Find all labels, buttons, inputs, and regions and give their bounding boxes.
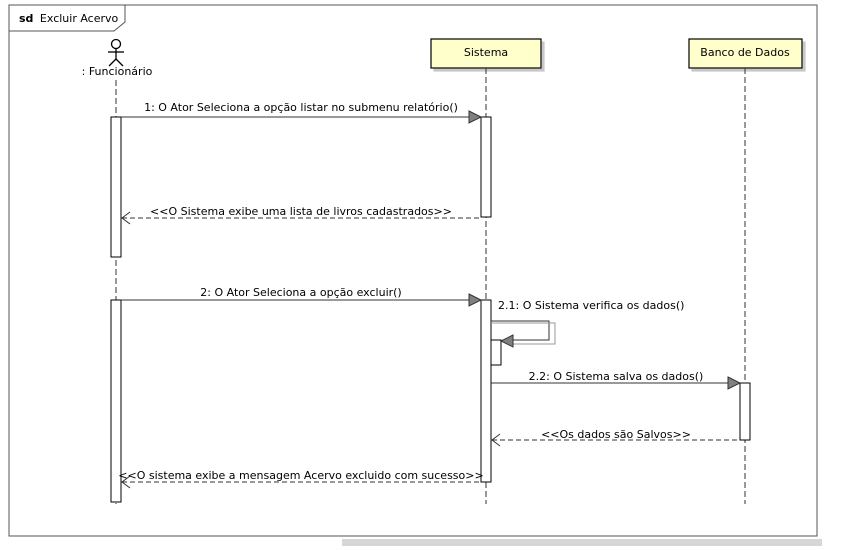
open-arrowhead-icon [121, 211, 131, 225]
activation-sistema-1 [480, 116, 492, 218]
svg-text:sd Excluir Acervo: sd Excluir Acervo [19, 12, 119, 25]
message-1-label: 1: O Ator Seleciona a opção listar no su… [144, 101, 458, 114]
activation-banco-1 [739, 382, 751, 441]
self-message-2-1-label: 2.1: O Sistema verifica os dados() [498, 299, 684, 312]
frame-keyword: sd [19, 12, 33, 25]
filled-arrowhead-icon [468, 110, 483, 124]
activation-sistema-2 [480, 299, 492, 483]
frame-tab [8, 4, 126, 32]
message-2[interactable] [121, 293, 483, 307]
open-arrowhead-icon [121, 475, 131, 489]
activation-funcionario-1 [110, 116, 122, 258]
lifeline-label-banco-de-dados: Banco de Dados [700, 46, 790, 59]
actor-funcionario[interactable]: : Funcionário [82, 38, 153, 79]
return-message-2-2-label: <<Os dados são Salvos>> [541, 428, 691, 441]
actor-label: : Funcionário [82, 65, 153, 78]
return-message-2-label: <<O sistema exibe a mensagem Acervo excl… [118, 469, 483, 482]
open-arrowhead-icon [491, 433, 501, 447]
horizontal-scrollbar[interactable] [342, 539, 822, 546]
return-message-2-2[interactable] [491, 433, 740, 447]
return-message-1[interactable] [121, 211, 481, 225]
filled-arrowhead-icon [499, 334, 514, 348]
activation-funcionario-2 [110, 299, 122, 503]
stick-figure-actor-icon [108, 38, 124, 67]
frame-title: Excluir Acervo [40, 12, 119, 25]
filled-arrowhead-icon [727, 376, 742, 390]
message-2-label: 2: O Ator Seleciona a opção excluir() [200, 286, 401, 299]
activation-sistema-self [490, 339, 502, 366]
return-message-1-label: <<O Sistema exibe uma lista de livros ca… [150, 205, 452, 218]
diagram-frame [8, 4, 818, 537]
filled-arrowhead-icon [468, 293, 483, 307]
lifeline-label-sistema: Sistema [464, 46, 508, 59]
message-2-2-label: 2.2: O Sistema salva os dados() [529, 370, 704, 383]
message-2-2[interactable] [491, 376, 742, 390]
return-message-2[interactable] [121, 475, 481, 489]
message-1[interactable] [121, 110, 483, 124]
self-message-2-1[interactable] [491, 320, 556, 348]
